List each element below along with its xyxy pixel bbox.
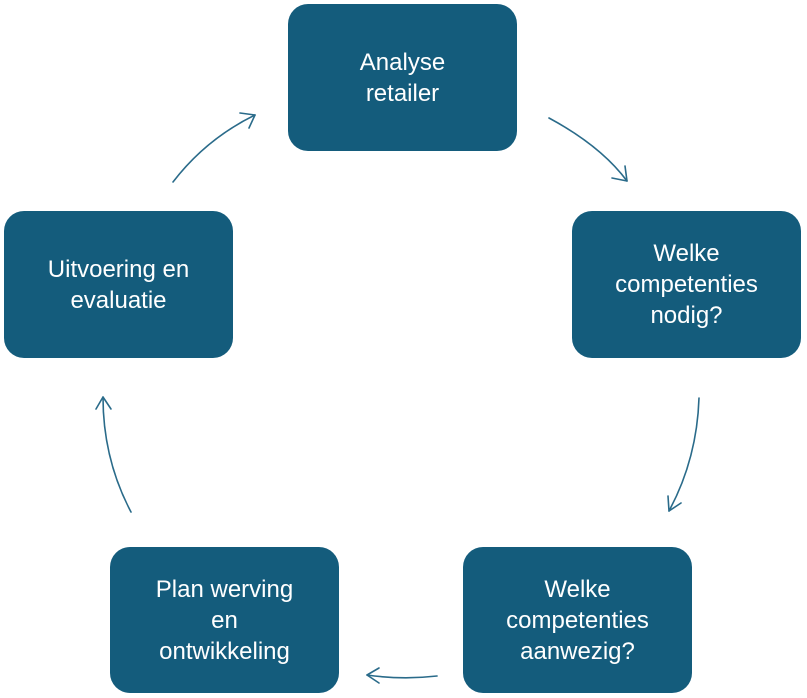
node-uitvoering-en-evaluatie: Uitvoering en evaluatie bbox=[4, 211, 233, 358]
node-label: Welke competenties aanwezig? bbox=[506, 575, 649, 665]
arrow-nodig-to-aanwezig bbox=[667, 397, 700, 512]
arrow-uitvoering-to-analyse bbox=[172, 112, 256, 183]
node-plan-werving-en-ontwikkeling: Plan werving en ontwikkeling bbox=[110, 547, 339, 693]
node-welke-competenties-nodig: Welke competenties nodig? bbox=[572, 211, 801, 358]
arrow-aanwezig-to-plan bbox=[366, 667, 438, 684]
node-label: Uitvoering en evaluatie bbox=[47, 255, 190, 314]
arrow-plan-to-uitvoering bbox=[95, 396, 132, 513]
node-label: Welke competenties nodig? bbox=[615, 240, 758, 329]
arrow-analyse-to-nodig bbox=[548, 117, 628, 182]
node-label: Analyse retailer bbox=[359, 48, 446, 107]
node-label: Plan werving en ontwikkeling bbox=[155, 575, 294, 665]
node-welke-competenties-aanwezig: Welke competenties aanwezig? bbox=[463, 547, 692, 693]
node-analyse-retailer: Analyse retailer bbox=[288, 4, 517, 151]
